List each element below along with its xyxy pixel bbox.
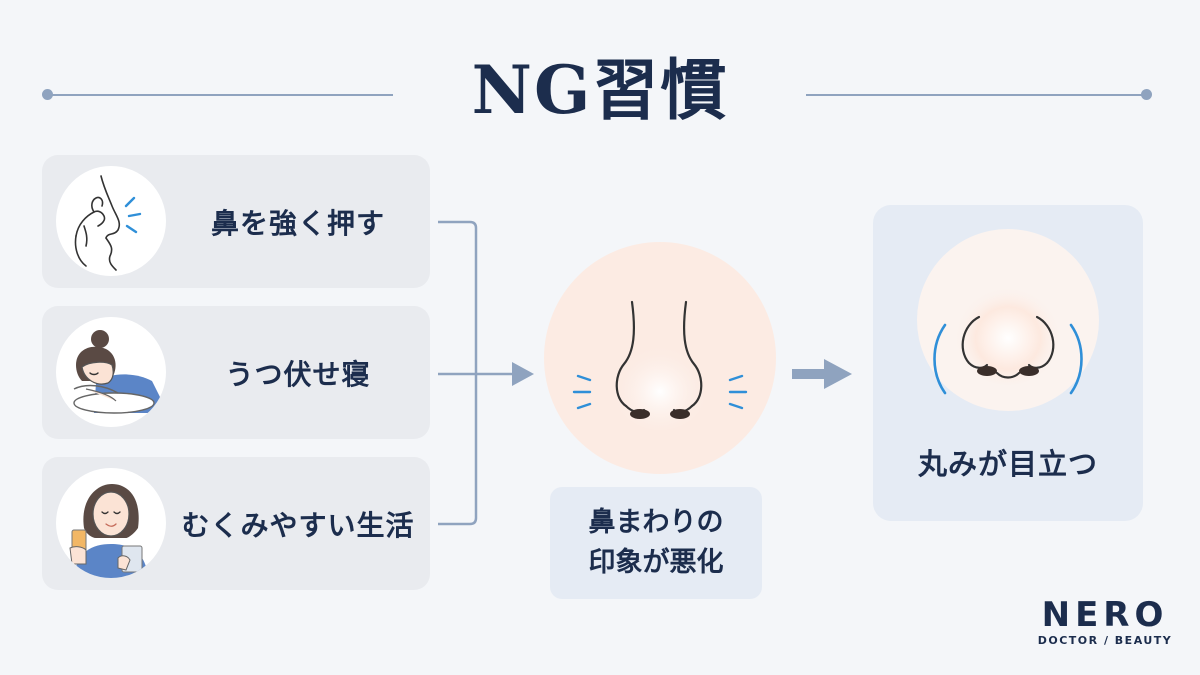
- habit-card-press-nose: 鼻を強く押す: [42, 155, 430, 288]
- habit-label: むくみやすい生活: [181, 508, 415, 542]
- title-rule-right: [806, 94, 1146, 96]
- arrow-right-icon: [512, 362, 534, 386]
- title-rule-dot-left: [42, 89, 53, 100]
- habit-label: うつ伏せ寝: [225, 357, 371, 391]
- result-panel: 丸みが目立つ: [873, 205, 1143, 521]
- woman-with-drink-icon: [56, 468, 166, 578]
- middle-caption-line1: 鼻まわりの: [588, 507, 724, 538]
- habit-card-sleep-face-down: うつ伏せ寝: [42, 306, 430, 439]
- title-rule-dot-right: [1141, 89, 1152, 100]
- brand-tagline: DOCTOR / BEAUTY: [1037, 634, 1173, 647]
- habit-card-swelling-lifestyle: むくみやすい生活: [42, 457, 430, 590]
- habit-label: 鼻を強く押す: [210, 206, 385, 240]
- result-label: 丸みが目立つ: [917, 447, 1098, 481]
- title-rule-left: [48, 94, 393, 96]
- brand-name: NERO: [1041, 595, 1169, 635]
- middle-caption-line2: 印象が悪化: [588, 547, 724, 578]
- middle-caption: 鼻まわりの 印象が悪化: [550, 487, 762, 599]
- sleeping-person-icon: [56, 317, 166, 427]
- nose-sweat-icon: [544, 242, 776, 474]
- nose-press-icon: [56, 166, 166, 276]
- arrow-right-icon: [792, 369, 826, 379]
- brand-logo: NERO DOCTOR / BEAUTY: [1030, 596, 1180, 647]
- rounded-nose-icon: [917, 229, 1099, 411]
- arrow-right-icon: [824, 359, 852, 389]
- swelling-arc-icon: [933, 323, 1083, 395]
- page-title: NG習慣: [471, 51, 729, 129]
